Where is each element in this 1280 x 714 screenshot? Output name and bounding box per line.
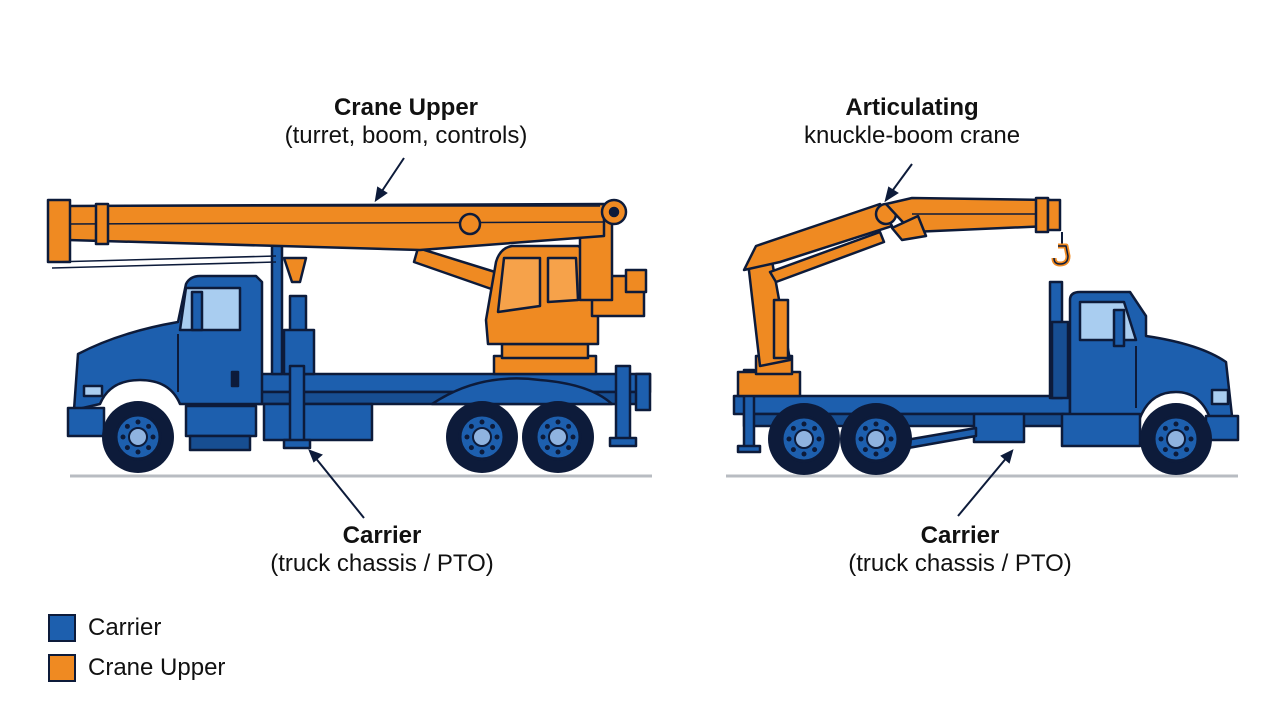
left-carrier-label: Carrier (truck chassis / PTO) [222, 522, 542, 578]
legend-item-carrier: Carrier [48, 608, 225, 648]
left-rear-wheel-2 [520, 399, 596, 475]
left-upper-arrow [374, 157, 405, 203]
right-carrier [732, 280, 1240, 454]
right-upper-title: Articulating [845, 94, 979, 121]
right-upper-subtitle: knuckle-boom crane [803, 122, 1021, 149]
left-carrier [66, 242, 652, 452]
right-rear-wheel-2 [838, 401, 914, 477]
left-upper-subtitle: (turret, boom, controls) [284, 122, 528, 149]
right-upper-arrow [884, 163, 913, 203]
left-front-wheel [100, 399, 176, 475]
legend: Carrier Crane Upper [48, 608, 225, 688]
left-crane-upper [46, 198, 648, 376]
legend-label-carrier: Carrier [88, 614, 162, 641]
legend-label-crane-upper: Crane Upper [88, 654, 226, 681]
left-carrier-arrow [308, 449, 365, 519]
left-upper-title: Crane Upper [333, 94, 479, 121]
right-carrier-subtitle: (truck chassis / PTO) [848, 550, 1072, 577]
left-rear-wheel-1 [444, 399, 520, 475]
left-carrier-subtitle: (truck chassis / PTO) [270, 550, 494, 577]
right-carrier-title: Carrier [920, 522, 1000, 549]
left-carrier-title: Carrier [342, 522, 422, 549]
right-carrier-label: Carrier (truck chassis / PTO) [800, 522, 1120, 578]
legend-swatch-crane-upper [48, 654, 76, 682]
right-rear-wheel-1 [766, 401, 842, 477]
right-carrier-arrow [957, 449, 1014, 517]
right-crane-upper [736, 196, 1071, 398]
legend-item-crane-upper: Crane Upper [48, 648, 225, 688]
right-front-wheel [1138, 401, 1214, 477]
right-upper-label: Articulating knuckle-boom crane [752, 94, 1072, 150]
left-upper-label: Crane Upper (turret, boom, controls) [246, 94, 566, 150]
legend-swatch-carrier [48, 614, 76, 642]
